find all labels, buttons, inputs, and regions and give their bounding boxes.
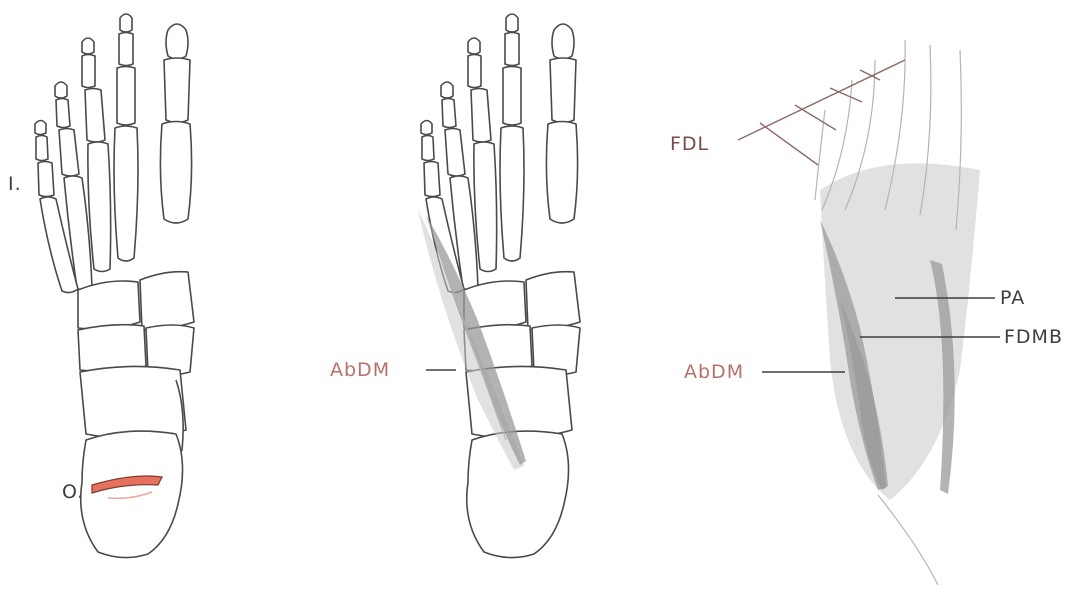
label-abdm-right: AbDM — [684, 361, 744, 383]
heel-outline — [878, 495, 938, 585]
panel-right-plantar-muscles — [738, 40, 1000, 585]
tarsal-bones — [78, 272, 194, 455]
panel-left-foot-skeleton: I. O. — [8, 14, 194, 558]
label-pa: PA — [1000, 287, 1025, 309]
label-abdm-middle: AbDM — [330, 359, 390, 381]
label-origin: O. — [62, 481, 84, 503]
calcaneus-bone — [81, 431, 183, 557]
fdl-leaders — [738, 60, 905, 165]
panel-middle-foot-skeleton — [418, 14, 580, 558]
label-insertion: I. — [8, 173, 22, 195]
label-fdmb: FDMB — [1004, 326, 1063, 348]
label-fdl: FDL — [670, 133, 709, 155]
hallux-bones — [160, 24, 191, 223]
middle-tarsal-bones — [464, 272, 580, 558]
second-toe-bones — [114, 14, 138, 261]
